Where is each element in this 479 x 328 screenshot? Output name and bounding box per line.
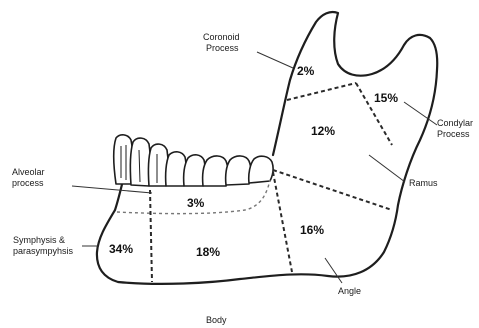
pct-condylar: 15% <box>374 91 398 105</box>
tooth-8 <box>249 156 273 183</box>
label-condylar-2: Process <box>437 129 470 139</box>
tooth-6 <box>203 156 228 186</box>
pct-ramus: 12% <box>311 124 335 138</box>
leader-angle <box>325 258 342 283</box>
tooth-2 <box>130 138 150 186</box>
label-ramus: Ramus <box>409 178 438 188</box>
label-condylar-1: Condylar <box>437 118 473 128</box>
leader-alveolar <box>72 186 152 193</box>
angle-boundary <box>273 172 292 272</box>
label-coronoid-2: Process <box>206 43 239 53</box>
teeth <box>114 135 273 186</box>
label-symphysis-2: parasympyhsis <box>13 246 74 256</box>
label-symphysis-1: Symphysis & <box>13 235 65 245</box>
tooth-7 <box>226 156 251 185</box>
pct-body: 18% <box>196 245 220 259</box>
pct-coronoid: 2% <box>297 64 315 78</box>
leader-coronoid <box>257 52 293 68</box>
pct-symphysis: 34% <box>109 242 133 256</box>
leader-ramus <box>369 155 405 182</box>
symphysis-boundary <box>150 190 152 282</box>
pct-alveolar: 3% <box>187 196 205 210</box>
pct-angle: 16% <box>300 223 324 237</box>
coronoid-boundary <box>287 83 356 100</box>
label-body: Body <box>206 315 227 325</box>
label-alveolar-1: Alveolar <box>12 167 45 177</box>
label-alveolar-2: process <box>12 178 44 188</box>
ramus-boundary <box>273 170 392 210</box>
label-coronoid-1: Coronoid <box>203 32 240 42</box>
label-angle: Angle <box>338 286 361 296</box>
